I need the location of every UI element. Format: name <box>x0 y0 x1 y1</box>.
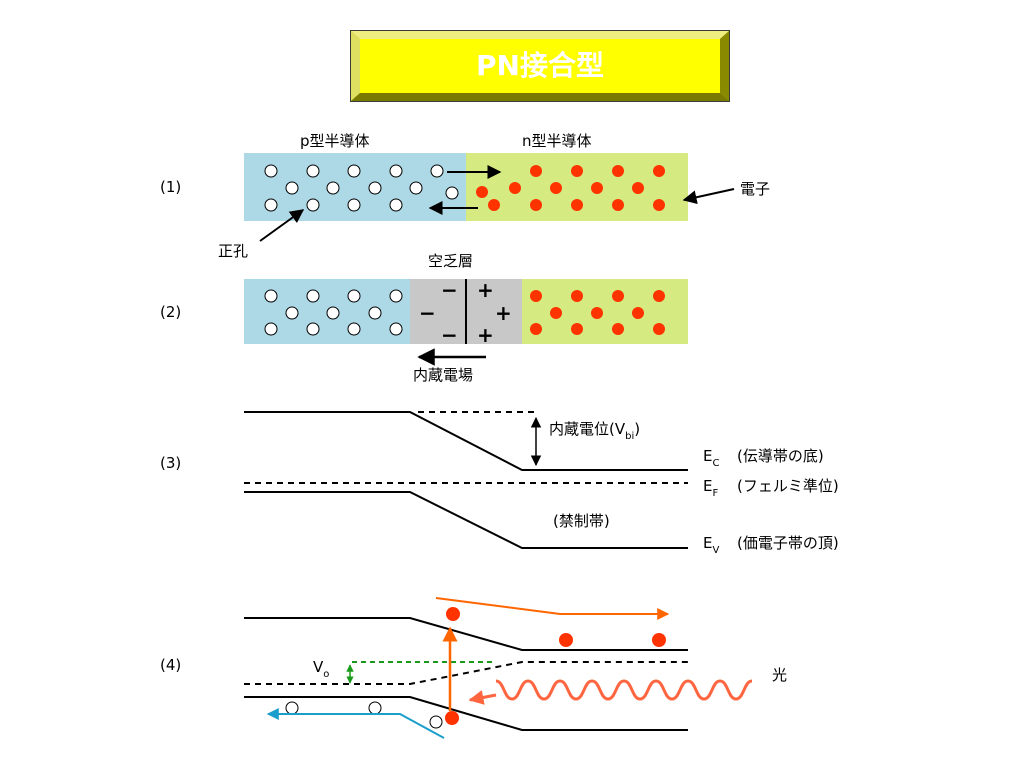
p-type-label: p型半導体 <box>300 132 370 150</box>
title-face <box>360 39 720 93</box>
title-bevel <box>350 30 730 102</box>
band-gap-label: (禁制帯) <box>553 512 610 530</box>
page-title: PN接合型 <box>476 49 604 82</box>
built-in-field-label: 内蔵電場 <box>413 366 473 384</box>
vbi-label: 内蔵電位(Vbi) <box>549 420 640 442</box>
electron-label: 電子 <box>740 180 770 198</box>
section3-number: (3) <box>160 454 181 472</box>
plus-charge: + <box>477 278 494 302</box>
section1-number: (1) <box>160 178 181 196</box>
valence-band-line-4 <box>244 696 688 731</box>
hole-label: 正孔 <box>218 242 248 260</box>
minus-charge: − <box>419 301 436 325</box>
n-type-label: n型半導体 <box>522 132 592 150</box>
holes-2 <box>264 289 403 336</box>
electron <box>559 633 573 647</box>
conduction-band-line-4 <box>244 617 688 651</box>
hole-flow-arrow <box>266 708 445 739</box>
electron-pointer-arrow <box>682 188 735 205</box>
ec-label: EC <box>703 447 719 469</box>
electrons-1 <box>476 165 665 211</box>
excited-electron <box>446 607 460 621</box>
depletion-layer-label: 空乏層 <box>428 252 473 270</box>
electron <box>652 633 666 647</box>
title-box: PN接合型 <box>350 30 730 102</box>
light-wave <box>495 679 753 701</box>
light-label: 光 <box>772 666 787 684</box>
minus-charge: − <box>441 323 458 347</box>
section2-number: (2) <box>160 303 181 321</box>
generated-electron <box>445 711 459 725</box>
n-region-2 <box>522 279 688 344</box>
electrons-2 <box>530 290 665 335</box>
ev-description: (価電子帯の頂) <box>737 534 839 552</box>
space-charges: − − − + + + <box>419 278 512 347</box>
ec-description: (伝導帯の底) <box>737 447 824 465</box>
ef-label: EF <box>703 477 718 499</box>
ev-label: EV <box>703 534 719 556</box>
hole-pointer-arrow <box>259 209 305 242</box>
plus-charge: + <box>495 301 512 325</box>
conduction-band-line <box>244 411 688 471</box>
electron-flow-arrow <box>435 597 670 620</box>
minus-charge: − <box>441 278 458 302</box>
holes-1 <box>264 164 459 212</box>
fermi-level-line-4 <box>244 661 688 685</box>
ef-description: (フェルミ準位) <box>737 477 839 495</box>
light-wave-arrowhead <box>468 690 497 705</box>
vo-label: Vo <box>313 658 329 680</box>
section4-number: (4) <box>160 656 181 674</box>
valence-band-line <box>244 491 688 549</box>
plus-charge: + <box>477 323 494 347</box>
